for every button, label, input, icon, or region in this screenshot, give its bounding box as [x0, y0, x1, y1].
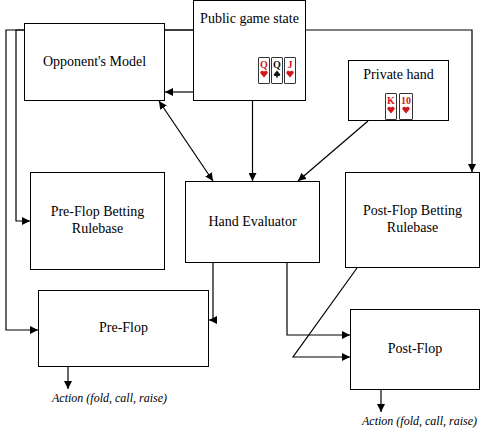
- connector-arrow: [306, 30, 472, 172]
- suit-symbol: [260, 70, 268, 78]
- suit-symbol: [273, 70, 281, 78]
- suit-symbol: [402, 106, 410, 114]
- connector-arrow: [159, 101, 213, 181]
- playing-card: K: [385, 93, 397, 120]
- process-box: Post-Flop Betting Rulebase: [345, 172, 480, 268]
- card-rank: 10: [401, 95, 411, 106]
- box-label: Public game state: [200, 11, 299, 28]
- output-arrow: [67, 367, 68, 389]
- box-label: Post-Flop Betting Rulebase: [351, 203, 474, 237]
- suit-symbol: [387, 106, 395, 114]
- playing-card: 10: [399, 93, 413, 120]
- card-rank: J: [288, 59, 293, 70]
- box-label: Pre-Flop Betting Rulebase: [36, 204, 159, 238]
- process-box: Pre-Flop Betting Rulebase: [30, 172, 165, 270]
- process-box: Private handK 10: [348, 60, 449, 121]
- playing-card: Q: [258, 57, 270, 84]
- box-label: Private hand: [363, 67, 433, 84]
- action-label: Action (fold, call, raise): [52, 391, 167, 406]
- card-rank: Q: [273, 59, 281, 70]
- process-box: Pre-Flop: [38, 290, 209, 367]
- connector-arrow: [293, 268, 357, 357]
- suit-symbol: [286, 70, 294, 78]
- connector-arrow: [165, 91, 193, 92]
- process-box: Public game stateQQJ: [193, 0, 306, 101]
- box-label: Opponent's Model: [43, 54, 146, 71]
- box-label: Post-Flop: [388, 341, 442, 358]
- process-box: Opponent's Model: [24, 23, 165, 101]
- card-rank: K: [387, 95, 395, 106]
- process-box: Hand Evaluator: [185, 181, 320, 263]
- connector-arrow: [287, 263, 350, 335]
- process-box: Post-Flop: [350, 309, 480, 390]
- box-label: Hand Evaluator: [208, 214, 296, 231]
- output-arrow: [380, 390, 381, 412]
- action-label: Action (fold, call, raise): [362, 414, 477, 429]
- playing-card: J: [284, 57, 296, 84]
- playing-card: Q: [271, 57, 283, 84]
- card-rank: Q: [260, 59, 268, 70]
- connector-arrow: [252, 101, 253, 181]
- connector-arrow: [209, 263, 213, 320]
- box-label: Pre-Flop: [99, 320, 148, 337]
